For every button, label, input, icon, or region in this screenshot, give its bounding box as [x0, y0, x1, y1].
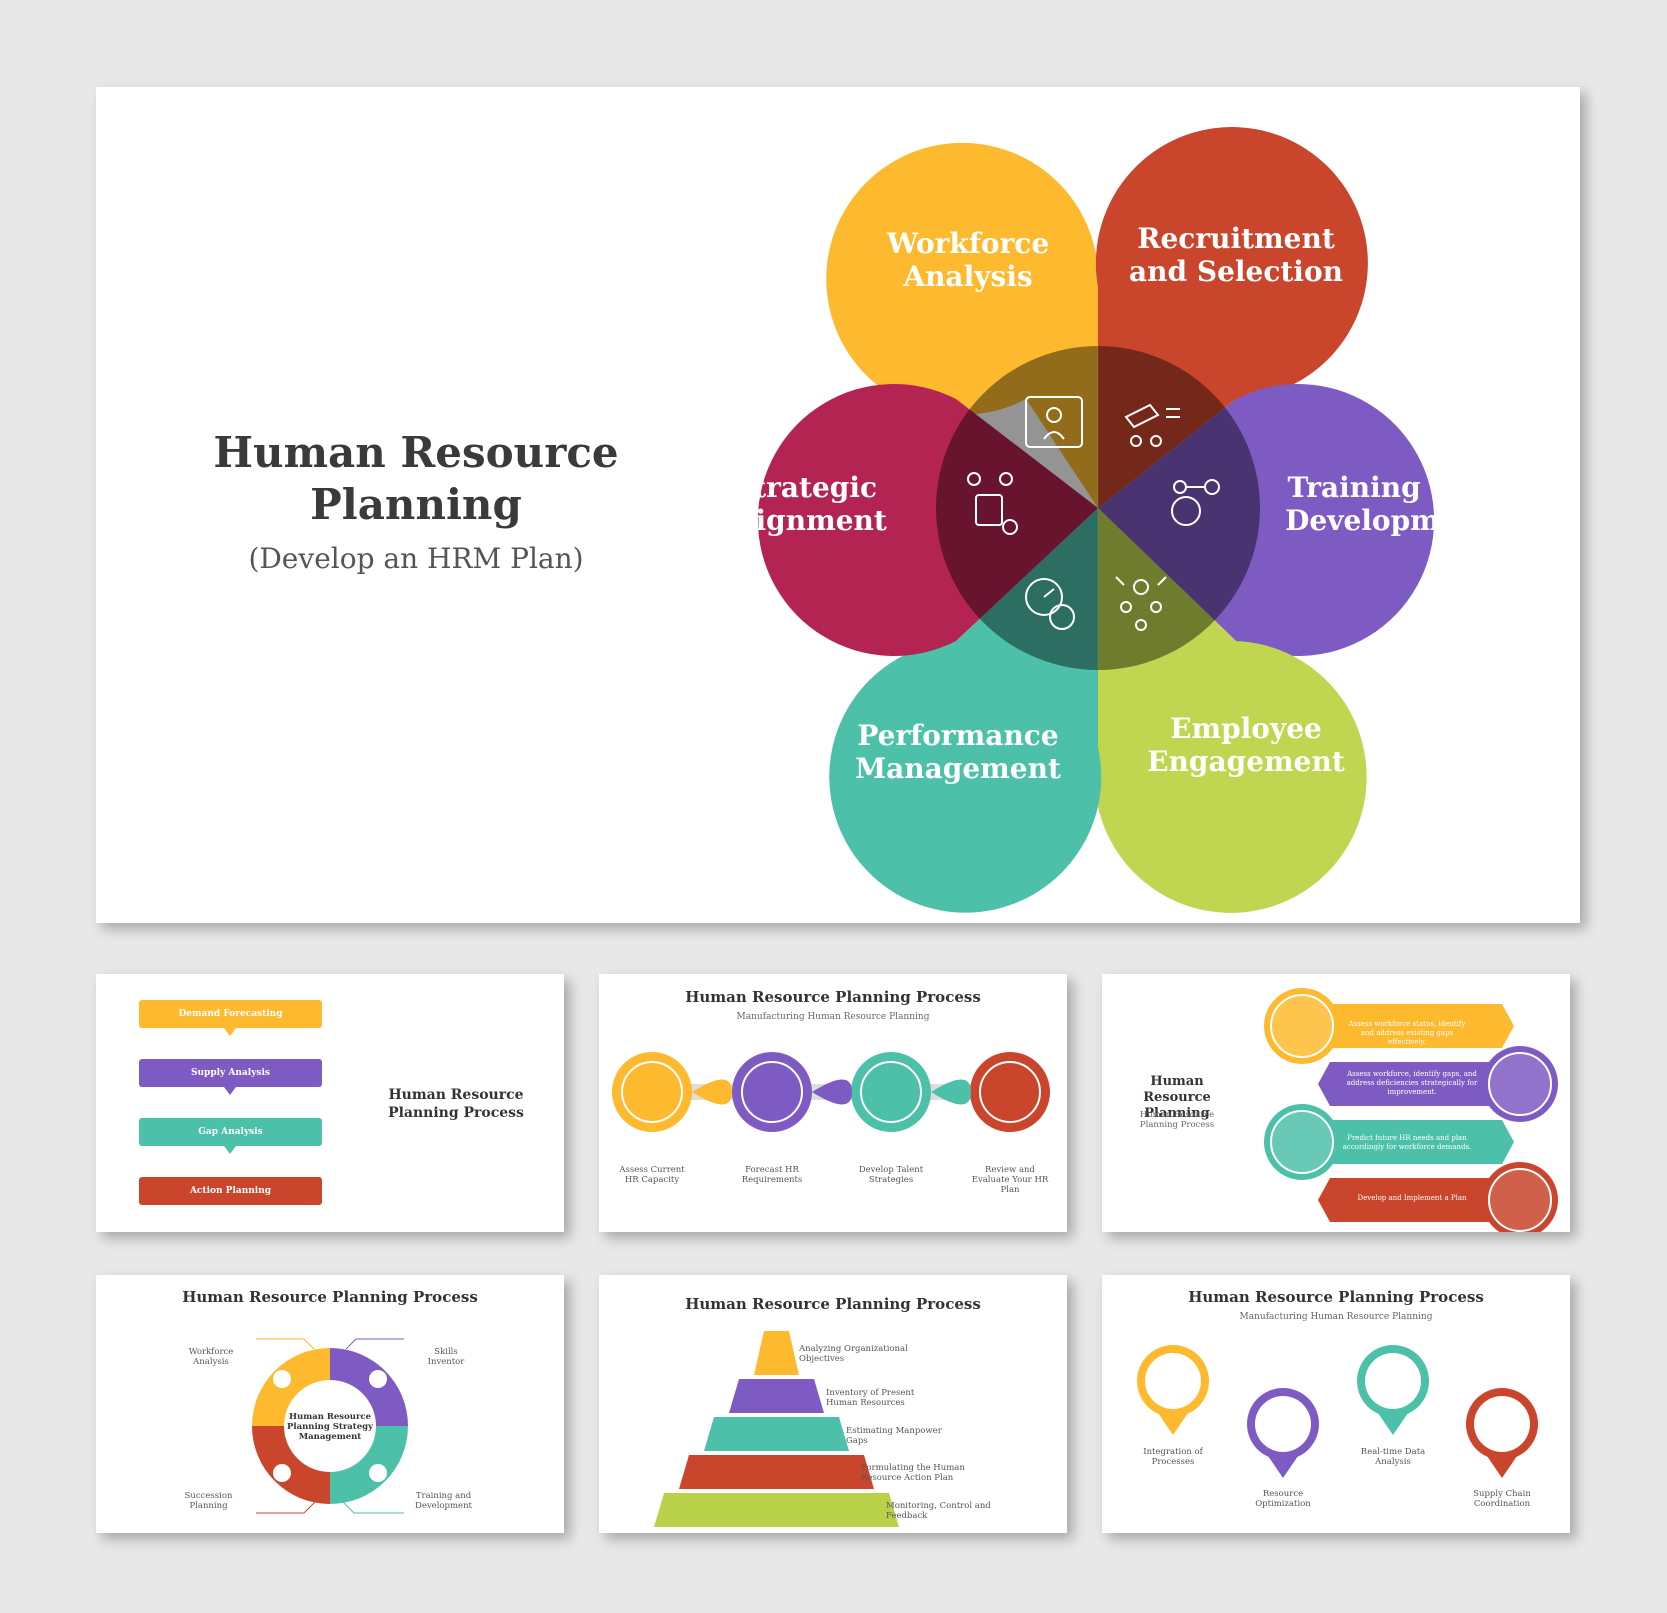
thumb3-title: Human Resource Planning — [1143, 1074, 1211, 1121]
thumbnail-slide-1[interactable]: Demand Forecasting Supply Analysis Gap A… — [96, 974, 564, 1232]
thumb5-pyramid — [654, 1331, 899, 1527]
thumb5-level-1: Analyzing Organizational Objectives — [799, 1344, 908, 1364]
engagement-icon — [1115, 576, 1167, 631]
thumb3-graphic — [1264, 988, 1558, 1232]
thumb5-level-4: Formulating the Human Resource Action Pl… — [861, 1463, 965, 1483]
petal-label-performance: Performance Management — [855, 719, 1061, 785]
thumb5-title: Human Resource Planning Process — [685, 1295, 981, 1313]
workforce-analysis-icon — [1025, 396, 1083, 448]
thumb6-pin-2: Resource Optimization — [1255, 1489, 1311, 1509]
thumb1-title: Human Resource Planning Process — [388, 1087, 524, 1121]
thumb5-level-2: Inventory of Present Human Resources — [826, 1388, 915, 1408]
thumb2-step-3: Develop Talent Strategies — [858, 1165, 924, 1185]
thumb4-title: Human Resource Planning Process — [182, 1288, 478, 1306]
thumb3-item-3: Predict future HR needs and plan accordi… — [1342, 1134, 1472, 1151]
thumb6-pin-4: Supply Chain Coordination — [1473, 1489, 1531, 1509]
thumb4-label-4: Training and Development — [415, 1491, 472, 1511]
thumb4-center: Human Resource Planning Strategy Managem… — [286, 1412, 374, 1442]
process-chain — [612, 1052, 1050, 1132]
strategy-icon — [967, 472, 1018, 535]
arrow-down-icon — [224, 1028, 236, 1036]
thumbnail-slide-4[interactable]: Human Resource Planning Process Human Re… — [96, 1275, 564, 1533]
step-supply-analysis: Supply Analysis — [139, 1059, 322, 1087]
thumbnail-slide-3[interactable]: Human Resource Planning Human Resource P… — [1102, 974, 1570, 1232]
arrow-down-icon — [224, 1087, 236, 1095]
recruitment-icon — [1124, 403, 1180, 447]
thumb4-label-1: Workforce Analysis — [188, 1347, 234, 1367]
thumbnail-slide-2[interactable]: Human Resource Planning Process Manufact… — [599, 974, 1067, 1232]
thumbnail-slide-6[interactable]: Human Resource Planning Process Manufact… — [1102, 1275, 1570, 1533]
thumb5-level-3: Estimating Manpower Gaps — [846, 1426, 942, 1446]
center-hub — [936, 346, 1260, 670]
arrow-down-icon — [224, 1146, 236, 1154]
thumb5-level-5: Monitoring, Control and Feedback — [886, 1501, 991, 1521]
thumb3-item-1: Assess workforce status, identify and ad… — [1348, 1020, 1466, 1046]
petal-recruitment — [1095, 127, 1368, 508]
step-demand-forecasting: Demand Forecasting — [139, 1000, 322, 1028]
thumbnail-slide-5[interactable]: Human Resource Planning Process Analyzin… — [599, 1275, 1067, 1533]
main-title: Human Resource Planning — [213, 428, 619, 529]
thumb6-pins — [1137, 1345, 1538, 1478]
petal-label-training: Training and Development — [1285, 471, 1491, 537]
thumb6-subtitle: Manufacturing Human Resource Planning — [1239, 1312, 1433, 1322]
thumb4-label-3: Succession Planning — [184, 1491, 233, 1511]
thumb3-item-4: Develop and Implement a Plan — [1357, 1194, 1467, 1202]
thumb2-step-2: Forecast HR Requirements — [741, 1165, 803, 1185]
petal-label-workforce: Workforce Analysis — [886, 227, 1050, 293]
thumb4-ring — [252, 1338, 408, 1514]
petal-training — [1098, 384, 1435, 656]
thumb6-title: Human Resource Planning Process — [1188, 1288, 1484, 1306]
petal-strategic — [757, 384, 1098, 657]
thumb3-item-2: Assess workforce, identify gaps, and add… — [1346, 1070, 1478, 1096]
thumb2-subtitle: Manufacturing Human Resource Planning — [736, 1012, 930, 1022]
flower-diagram — [757, 127, 1435, 913]
main-subtitle: (Develop an HRM Plan) — [248, 542, 584, 575]
petal-workforce — [826, 142, 1099, 509]
petal-label-engagement: Employee Engagement — [1147, 712, 1345, 778]
thumb6-pin-3: Real-time Data Analysis — [1360, 1447, 1426, 1467]
training-icon — [1171, 479, 1220, 526]
thumb2-step-1: Assess Current HR Capacity — [619, 1165, 685, 1185]
petal-label-strategic: Strategic Alignment — [723, 471, 887, 537]
step-gap-analysis: Gap Analysis — [139, 1118, 322, 1146]
thumb2-step-4: Review and Evaluate Your HR Plan — [971, 1165, 1049, 1195]
thumb3-subtitle: Human Resource Planning Process — [1139, 1110, 1215, 1130]
petal-performance — [829, 508, 1102, 913]
performance-icon — [1025, 578, 1075, 630]
petal-engagement — [1094, 508, 1367, 913]
petal-label-recruitment: Recruitment and Selection — [1129, 222, 1343, 288]
thumb2-title: Human Resource Planning Process — [685, 988, 981, 1006]
main-slide[interactable]: Human Resource Planning (Develop an HRM … — [96, 87, 1580, 923]
step-action-planning: Action Planning — [139, 1177, 322, 1205]
thumb6-pin-1: Integration of Processes — [1143, 1447, 1203, 1467]
thumb4-label-2: Skills Inventor — [427, 1347, 465, 1367]
